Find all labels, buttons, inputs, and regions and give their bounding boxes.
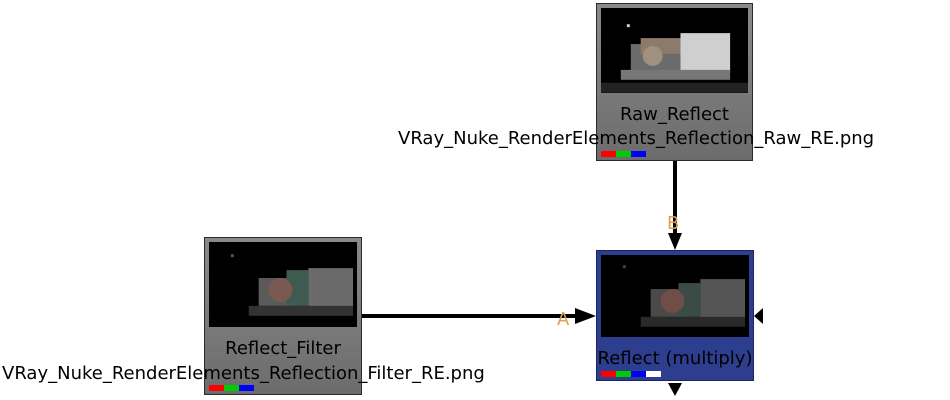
thumbnail-raw-reflect	[601, 8, 748, 93]
channel-alpha	[646, 371, 661, 377]
read-node-reflect-filter[interactable]: Reflect_Filter	[204, 237, 362, 395]
channel-green	[616, 151, 631, 157]
file-label-raw-reflect: VRay_Nuke_RenderElements_Reflection_Raw_…	[398, 128, 875, 149]
channel-blue	[631, 371, 646, 377]
channel-chips-raw-reflect	[601, 151, 646, 157]
channel-blue	[631, 151, 646, 157]
channel-chips-reflect-filter	[209, 385, 254, 391]
node-name-raw-reflect: Raw_Reflect	[619, 104, 729, 125]
channel-green	[224, 385, 239, 391]
channel-red	[601, 371, 616, 377]
mask-input-arrow[interactable]	[754, 308, 763, 324]
merge-node-reflect-multiply[interactable]: Reflect (multiply)	[596, 250, 754, 381]
channel-green	[616, 371, 631, 377]
output-arrow[interactable]	[668, 383, 682, 396]
node-name-reflect-multiply: Reflect (multiply)	[597, 348, 753, 369]
node-name-reflect-filter: Reflect_Filter	[225, 338, 341, 359]
thumbnail-reflect-filter	[209, 242, 357, 327]
input-a-label: A	[557, 309, 570, 330]
pipe-b-arrowhead	[668, 233, 682, 250]
channel-red	[209, 385, 224, 391]
channel-red	[601, 151, 616, 157]
thumbnail-reflect-multiply	[601, 255, 749, 337]
input-b-label: B	[667, 213, 680, 234]
channel-chips-reflect-multiply	[601, 371, 661, 377]
read-node-raw-reflect[interactable]: Raw_Reflect	[596, 3, 753, 161]
file-label-reflect-filter: VRay_Nuke_RenderElements_Reflection_Filt…	[2, 363, 485, 384]
channel-blue	[239, 385, 254, 391]
pipe-a-arrowhead	[575, 308, 596, 324]
